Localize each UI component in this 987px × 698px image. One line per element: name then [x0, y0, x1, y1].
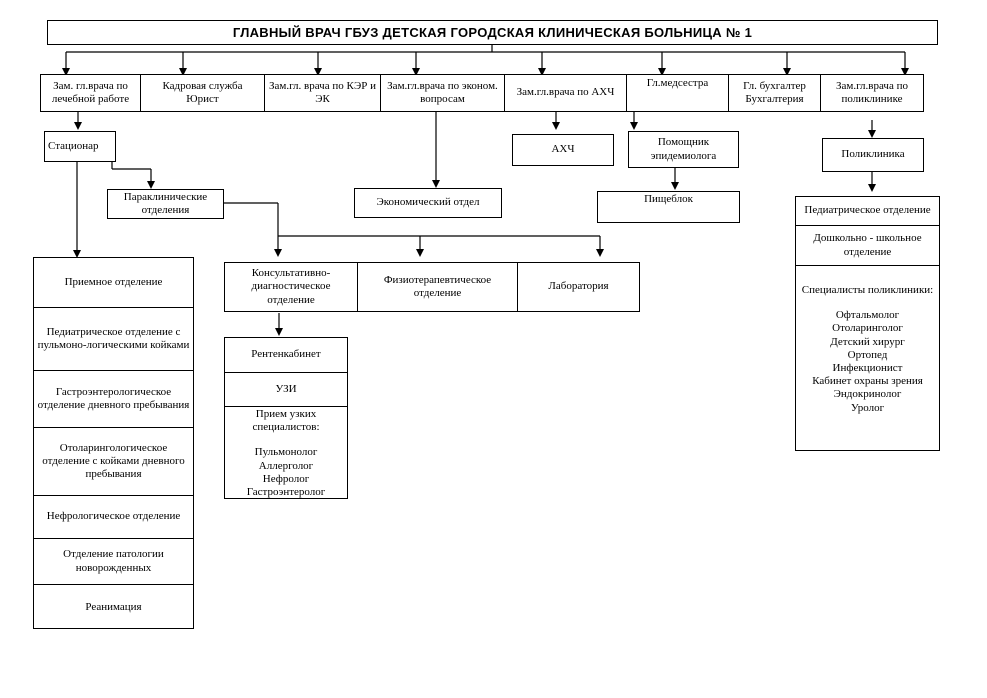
chief-accountant: Гл. бухгалтер Бухгалтерия — [729, 75, 821, 111]
head-nurse-label: Гл.медсестра — [646, 77, 709, 89]
poly-school: Дошкольно - школьное отделение — [796, 225, 939, 265]
epidemiologist-label: Помощник эпидемиолога — [650, 136, 717, 162]
polyclinic-units: Педиатрическое отделение Дошкольно - шко… — [795, 196, 940, 451]
para-lab: Лаборатория — [518, 263, 639, 311]
dept-admission-label: Приемное отделение — [64, 275, 163, 288]
kdo-uzi: УЗИ — [225, 372, 347, 406]
poly-specialist-item: Кабинет охраны зрения — [812, 375, 923, 388]
epidemiologist-box: Помощник эпидемиолога — [628, 131, 739, 168]
dept-reanimation-label: Реанимация — [85, 600, 142, 613]
para-physio-label: Физиотерапевтическое отделение — [383, 273, 492, 299]
deputy-medical: Зам. гл.врача по лечебной работе — [41, 75, 141, 111]
deputy-ahch-label: Зам.гл.врача по АХЧ — [516, 86, 615, 99]
deputy-polyclinic: Зам.гл.врача по поликлинике — [821, 75, 923, 111]
economic-dept-label: Экономический отдел — [376, 196, 480, 209]
food-unit-label: Пищеблок — [644, 193, 693, 205]
deputy-medical-label: Зам. гл.врача по лечебной работе — [51, 79, 130, 105]
para-departments-row: Консультативно-диагностическое отделение… — [224, 262, 640, 312]
food-unit-box: Пищеблок — [597, 191, 740, 223]
deputy-hr-lawyer: Кадровая служба Юрист — [141, 75, 265, 111]
para-kdo-label: Консультативно-диагностическое отделение — [251, 267, 331, 306]
dept-nephrology-label: Нефрологическое отделение — [46, 510, 181, 523]
poly-school-label: Дошкольно - школьное отделение — [813, 232, 922, 258]
paraclinical-box: Параклинические отделения — [107, 189, 224, 219]
stacionar-box: Стационар — [44, 131, 116, 162]
poly-specialist-item: Инфекционист — [832, 361, 903, 374]
poly-specialist-item: Отоларинголог — [832, 322, 903, 335]
poly-specialist-item: Офтальмолог — [835, 309, 900, 322]
dept-gastro-label: Гастроэнтерологическое отделение дневног… — [37, 385, 190, 411]
deputy-hr-lawyer-label: Кадровая служба Юрист — [162, 79, 243, 105]
kdo-narrow-title: Прием узких специалистов: — [252, 408, 320, 434]
ahch-label: АХЧ — [551, 143, 575, 156]
dept-otolaryngology-label: Отоларингологическое отделение с койками… — [42, 441, 185, 481]
dept-neonatal: Отделение патологии новорожденных — [34, 538, 193, 584]
dept-pediatric-pulmo: Педиатрическое отделение с пульмоно-логи… — [34, 307, 193, 370]
dept-reanimation: Реанимация — [34, 584, 193, 630]
para-lab-label: Лаборатория — [548, 280, 609, 293]
kdo-narrow-item: Пульмонолог — [254, 446, 318, 459]
dept-pediatric-pulmo-label: Педиатрическое отделение с пульмоно-логи… — [37, 325, 190, 351]
dept-admission: Приемное отделение — [34, 258, 193, 307]
poly-specialists: Специалисты поликлиники: Офтальмолог Ото… — [796, 265, 939, 452]
dept-gastro: Гастроэнтерологическое отделение дневног… — [34, 370, 193, 427]
chief-doctor-title: ГЛАВНЫЙ ВРАЧ ГБУЗ ДЕТСКАЯ ГОРОДСКАЯ КЛИН… — [47, 20, 938, 45]
dept-neonatal-label: Отделение патологии новорожденных — [63, 548, 164, 574]
poly-specialist-item: Детский хирург — [830, 335, 905, 348]
chief-doctor-title-text: ГЛАВНЫЙ ВРАЧ ГБУЗ ДЕТСКАЯ ГОРОДСКАЯ КЛИН… — [232, 24, 753, 40]
head-nurse: Гл.медсестра — [627, 75, 729, 111]
dept-nephrology: Нефрологическое отделение — [34, 495, 193, 538]
ahch-box: АХЧ — [512, 134, 614, 166]
deputy-ahch: Зам.гл.врача по АХЧ — [505, 75, 627, 111]
deputy-polyclinic-label: Зам.гл.врача по поликлинике — [836, 79, 908, 105]
deputy-ker: Зам.гл. врача по КЭР и ЭК — [265, 75, 381, 111]
poly-specialists-title: Специалисты поликлиники: — [801, 284, 934, 296]
poly-specialist-item: Уролог — [850, 401, 885, 414]
polyclinic-label: Поликлиника — [841, 148, 905, 161]
poly-pediatric: Педиатрическое отделение — [796, 197, 939, 225]
kdo-narrow-item: Аллерголог — [258, 459, 314, 472]
kdo-uzi-label: УЗИ — [275, 382, 297, 395]
kdo-narrow-item: Нефролог — [262, 472, 310, 485]
economic-dept-box: Экономический отдел — [354, 188, 502, 218]
para-physio: Физиотерапевтическое отделение — [358, 263, 518, 311]
polyclinic-box: Поликлиника — [822, 138, 924, 172]
poly-specialist-item: Ортопед — [847, 348, 888, 361]
kdo-narrow-specialists: Прием узких специалистов: Пульмонолог Ал… — [225, 406, 347, 500]
kdo-units: Рентенкабинет УЗИ Прием узких специалист… — [224, 337, 348, 499]
deputy-ker-label: Зам.гл. врача по КЭР и ЭК — [269, 79, 376, 105]
poly-pediatric-label: Педиатрическое отделение — [804, 204, 931, 217]
stacionar-label: Стационар — [48, 139, 99, 152]
deputy-economics: Зам.гл.врача по эконом. вопросам — [381, 75, 505, 111]
deputy-economics-label: Зам.гл.врача по эконом. вопросам — [387, 79, 498, 105]
hospital-departments: Приемное отделение Педиатрическое отделе… — [33, 257, 194, 629]
deputies-row: Зам. гл.врача по лечебной работе Кадрова… — [40, 74, 924, 112]
poly-specialist-item: Эндокринолог — [833, 388, 902, 401]
para-kdo: Консультативно-диагностическое отделение — [225, 263, 358, 311]
kdo-xray: Рентенкабинет — [225, 338, 347, 372]
kdo-narrow-item: Гастроэнтеролог — [246, 485, 326, 498]
paraclinical-label: Параклинические отделения — [123, 190, 208, 216]
kdo-xray-label: Рентенкабинет — [251, 348, 321, 361]
chief-accountant-label: Гл. бухгалтер Бухгалтерия — [743, 79, 806, 105]
dept-otolaryngology: Отоларингологическое отделение с койками… — [34, 427, 193, 495]
